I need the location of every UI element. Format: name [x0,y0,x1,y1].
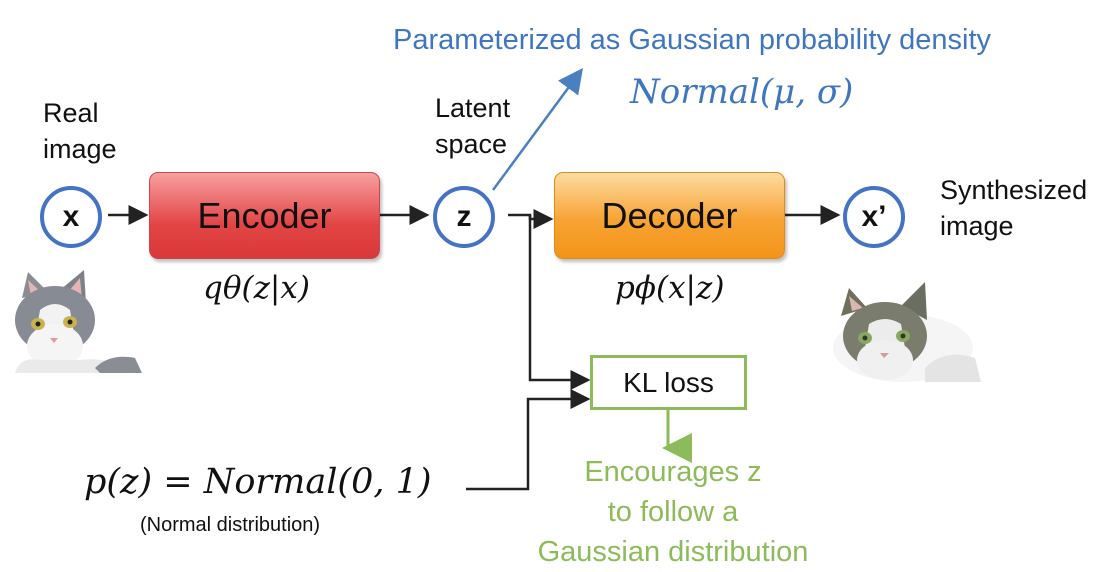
node-x: x [40,186,102,248]
kl-note-line3: Gaussian distribution [537,536,809,568]
decoder-box: Decoder [554,172,785,259]
synthesized-image-label-line1: Synthesized [940,175,1088,205]
synthesized-image-label-line2: image [940,211,1014,241]
arrow-z-to-kl [528,215,591,390]
real-image-label: Real image [43,95,117,167]
arrow-z-to-gaussian-note [491,67,583,191]
kl-loss-box: KL loss [590,355,747,410]
real-image-label-line1: Real [43,98,99,128]
latent-space-label-line1: Latent [435,93,511,123]
real-cat-image [0,268,142,373]
encoder-distribution-formula: qθ(z|x) [203,270,310,306]
kl-note-line1: Encourages z [584,456,762,488]
decoder-distribution-formula: pϕ(x|z) [615,270,725,306]
latent-space-label: Latent space [435,90,510,162]
node-z: z [433,186,495,248]
prior-formula: p(z) = Normal(0, 1) [84,462,432,502]
kl-note-line2: to follow a [607,496,739,528]
latent-space-label-line2: space [435,129,508,159]
encoder-box: Encoder [149,172,380,259]
real-image-label-line2: image [43,134,117,164]
arrow-prior-to-kl [466,389,591,491]
synthesized-image-label: Synthesized image [940,172,1087,244]
synthesized-cat-image [825,278,981,382]
gaussian-param-text: Parameterized as Gaussian probability de… [393,24,992,56]
kl-explanation-note: Encourages z to follow a Gaussian distri… [508,452,838,572]
normal-mu-sigma-formula: Normal(μ, σ) [630,72,854,112]
prior-caption: (Normal distribution) [140,514,321,536]
node-x-prime: x’ [843,186,905,248]
